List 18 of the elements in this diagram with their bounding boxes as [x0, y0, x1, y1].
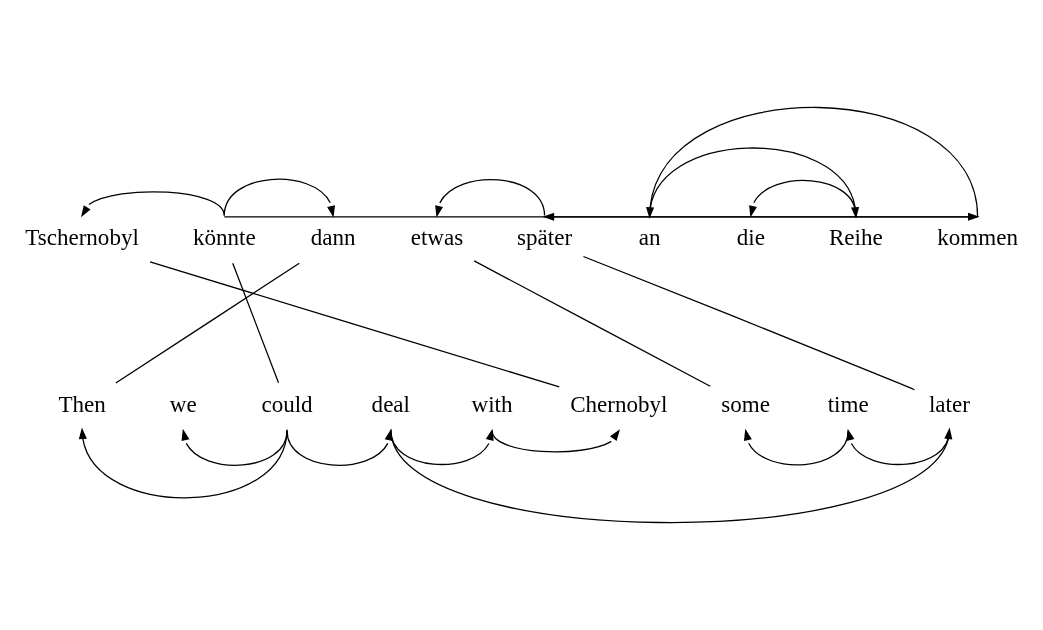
- node-text: die: [736, 224, 765, 251]
- node-text: später: [517, 224, 573, 251]
- node-text: some: [721, 391, 771, 418]
- node-text: etwas: [410, 224, 464, 251]
- node-text: an: [638, 224, 661, 251]
- node-text: deal: [371, 391, 411, 418]
- node-text: dann: [310, 224, 356, 251]
- node-text: later: [928, 391, 970, 418]
- node-text: with: [471, 391, 513, 418]
- node-text: Chernobyl: [570, 391, 668, 418]
- node-text: Tschernobyl: [25, 224, 139, 251]
- node-text: we: [169, 391, 197, 418]
- node-text: Reihe: [829, 224, 883, 251]
- node-text: Then: [58, 391, 106, 418]
- node-text: could: [261, 391, 313, 418]
- node-text: kommen: [937, 224, 1018, 251]
- node-text: time: [827, 391, 869, 418]
- node-text: könnte: [192, 224, 256, 251]
